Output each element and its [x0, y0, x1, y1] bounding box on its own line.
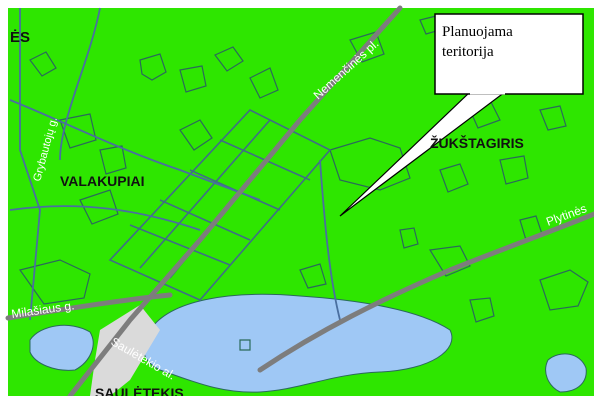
label-es: ĖS [10, 29, 30, 46]
lake-west [29, 324, 94, 371]
urban-area [90, 305, 160, 396]
callout-text: Planuojama teritorija [442, 24, 513, 60]
parcel-outlines [19, 15, 589, 351]
plytines-road [257, 211, 594, 373]
callout-box [339, 13, 584, 217]
lake-east [545, 353, 587, 393]
label-sauletekis: SAULĖTEKIS [95, 385, 184, 396]
label-zukstagiris: ŽUKŠTAGIRIS [430, 134, 524, 151]
minor-roads [9, 7, 341, 321]
milasiaus-road [5, 292, 173, 321]
main-roads [5, 5, 594, 396]
lake-main [142, 293, 453, 393]
nemencines-road [67, 5, 403, 396]
label-valakupiai: VALAKUPIAI [60, 173, 145, 189]
